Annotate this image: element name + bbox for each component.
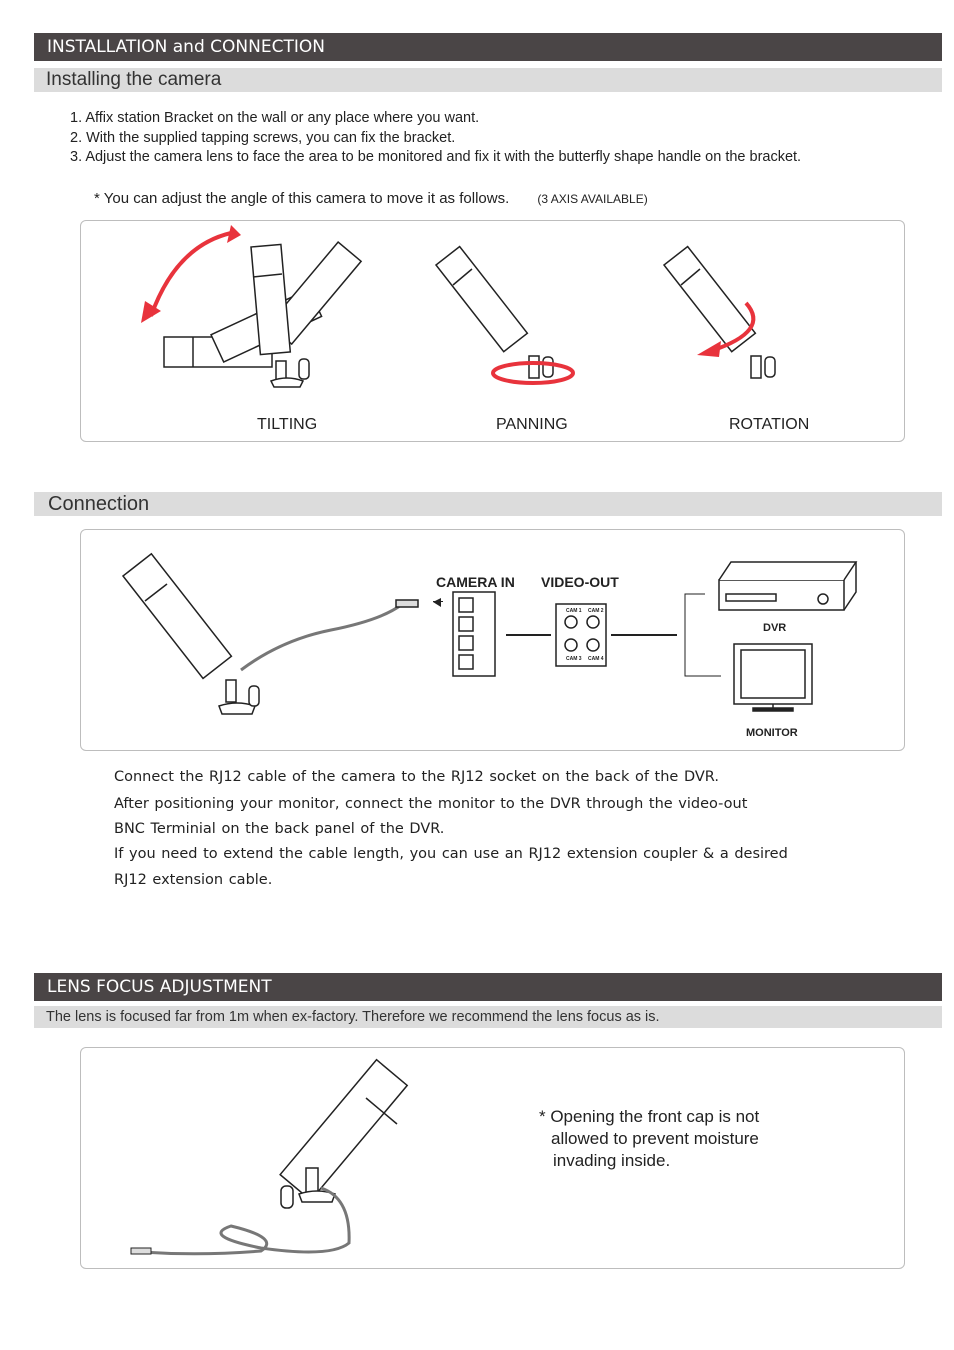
label-dvr: DVR [763, 622, 787, 634]
connection-paragraph-4: If you need to extend the cable length, … [114, 846, 788, 862]
video-out-panel [555, 603, 607, 667]
rotation-camera [662, 245, 757, 353]
lens-note: * Opening the front cap is not allowed t… [539, 1106, 759, 1172]
axis-illustration [141, 225, 776, 388]
port-cam1: CAM 1 [566, 608, 582, 614]
subheader-lens-focus: The lens is focused far from 1m when ex-… [34, 1006, 942, 1028]
connection-paragraph-5: RJ12 extension cable. [114, 872, 273, 888]
port-cam4: CAM 4 [588, 656, 604, 662]
lens-note-line-1: * Opening the front cap is not [539, 1107, 760, 1126]
lens-note-line-3: invading inside. [553, 1151, 671, 1170]
label-video-out: VIDEO-OUT [541, 574, 619, 590]
axis-note-text: * You can adjust the angle of this camer… [94, 190, 510, 207]
caption-panning: PANNING [496, 416, 568, 433]
port-cam3: CAM 3 [566, 656, 582, 662]
tilt-arrow [149, 231, 232, 317]
step-2: 2. With the supplied tapping screws, you… [70, 129, 456, 146]
connection-paragraph-2: After positioning your monitor, connect … [114, 796, 748, 812]
section-header-installation: INSTALLATION and CONNECTION [34, 33, 942, 61]
tilt-camera-4 [250, 243, 292, 356]
axis-note: * You can adjust the angle of this camer… [94, 190, 648, 207]
port-cam2: CAM 2 [588, 608, 604, 614]
connection-diagram [121, 552, 858, 715]
lens-figure-frame: * Opening the front cap is not allowed t… [80, 1047, 905, 1269]
lens-note-line-2: allowed to prevent moisture [551, 1129, 759, 1148]
caption-tilting: TILTING [257, 416, 318, 433]
subheader-connection: Connection [34, 492, 942, 516]
axis-figure-frame: TILTING PANNING ROTATION [80, 220, 905, 442]
label-monitor: MONITOR [746, 727, 798, 739]
step-1: 1. Affix station Bracket on the wall or … [70, 110, 480, 126]
axis-note-small: (3 AXIS AVAILABLE) [537, 192, 648, 206]
connection-figure-frame: CAMERA IN VIDEO-OUT DVR MONITOR CAM 1 CA… [80, 529, 905, 751]
connection-paragraph-3: BNC Terminial on the back panel of the D… [114, 821, 445, 837]
connection-paragraph-1: Connect the RJ12 cable of the camera to … [114, 769, 719, 785]
step-3: 3. Adjust the camera lens to face the ar… [70, 149, 802, 165]
installation-steps: 1. Affix station Bracket on the wall or … [70, 109, 801, 168]
label-camera-in: CAMERA IN [436, 574, 515, 590]
lens-camera [279, 1058, 409, 1202]
caption-rotation: ROTATION [729, 416, 810, 433]
pan-camera [434, 245, 529, 353]
section-header-lens: LENS FOCUS ADJUSTMENT [34, 973, 942, 1001]
lens-illustration [130, 1058, 409, 1256]
rotation-arrow [710, 301, 756, 353]
connection-camera [121, 552, 233, 680]
pan-arrow [491, 361, 575, 385]
subheader-installing-camera: Installing the camera [34, 68, 942, 92]
